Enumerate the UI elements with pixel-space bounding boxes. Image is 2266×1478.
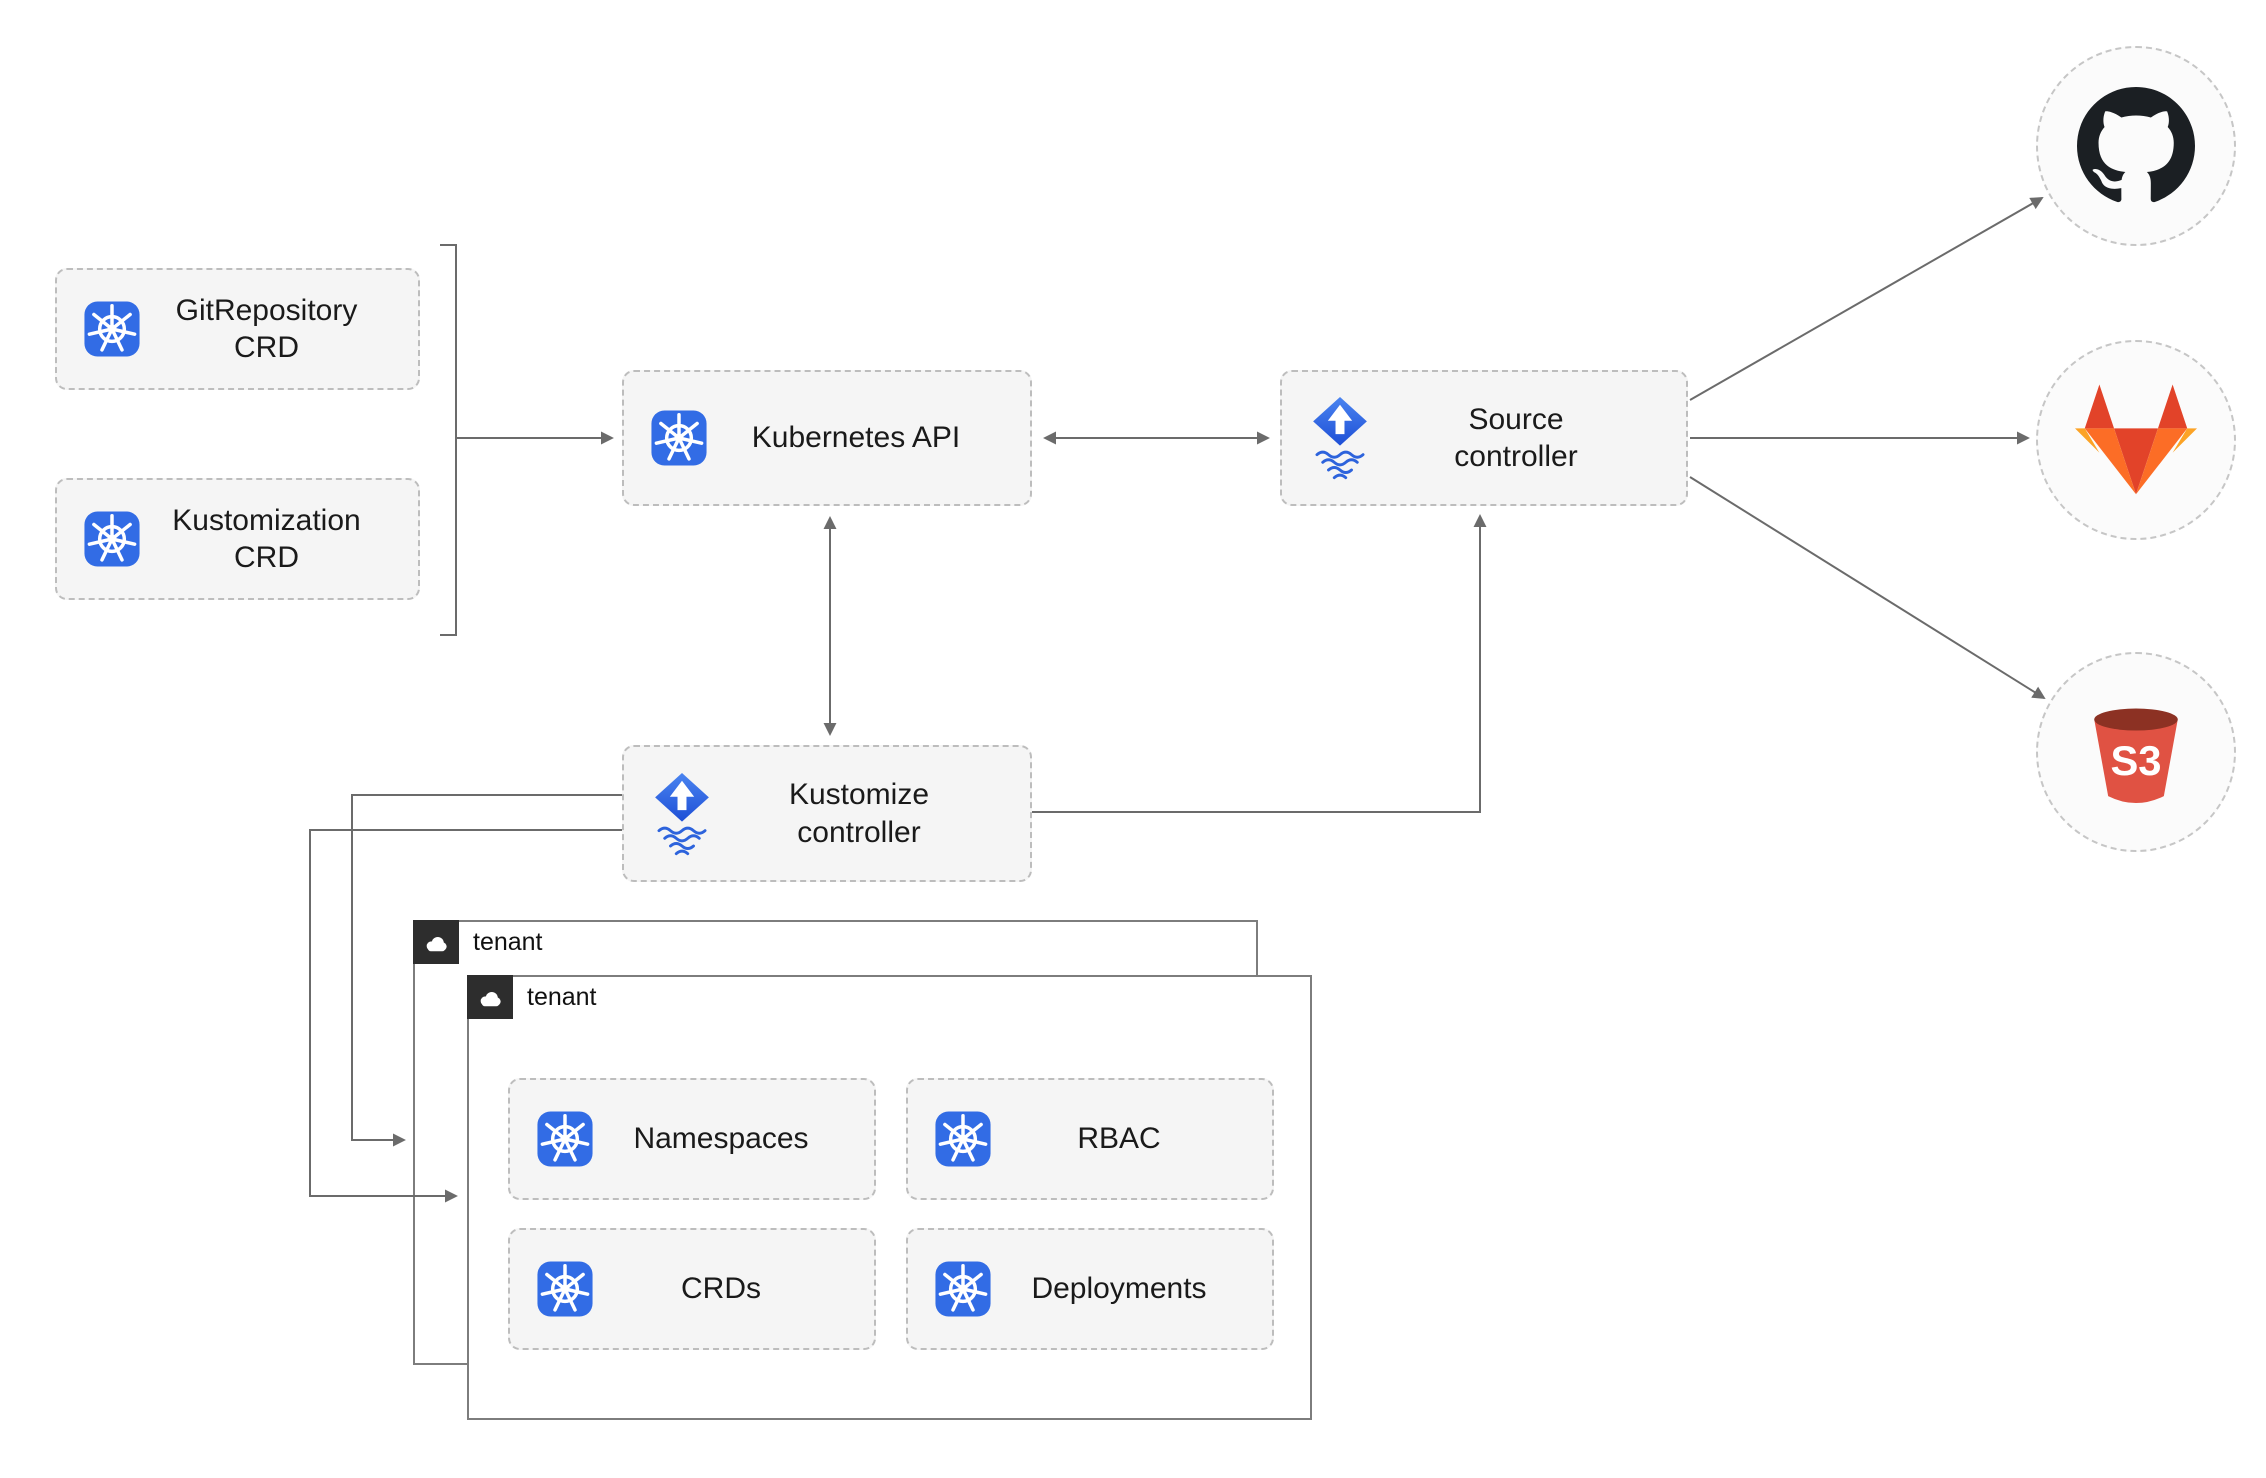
cloud-icon bbox=[467, 975, 513, 1019]
node-kustomize-controller: Kustomize controller bbox=[622, 745, 1032, 882]
node-namespaces: Namespaces bbox=[508, 1078, 876, 1200]
node-source-controller: Source controller bbox=[1280, 370, 1688, 506]
tenant-label: tenant bbox=[527, 982, 597, 1011]
github-icon bbox=[2077, 87, 2195, 205]
arrow-source-to-github bbox=[1689, 197, 2044, 401]
node-gitrepository-crd: GitRepository CRD bbox=[55, 268, 420, 390]
tenant-header: tenant bbox=[467, 975, 597, 1019]
node-rbac: RBAC bbox=[906, 1078, 1274, 1200]
node-label: Kustomize controller bbox=[788, 778, 930, 849]
s3-icon: S3 bbox=[2094, 708, 2178, 804]
kubernetes-icon bbox=[650, 409, 708, 467]
node-crds: CRDs bbox=[508, 1228, 876, 1350]
kubernetes-icon bbox=[934, 1260, 992, 1318]
arrow-source-to-s3 bbox=[1689, 476, 2046, 700]
kubernetes-icon bbox=[83, 510, 141, 568]
kubernetes-icon bbox=[934, 1110, 992, 1168]
arrow-kustomize-to-source-controller bbox=[1032, 514, 1487, 813]
kubernetes-icon bbox=[536, 1110, 594, 1168]
flux-icon bbox=[650, 771, 714, 857]
kubernetes-icon bbox=[536, 1260, 594, 1318]
node-label: Namespaces bbox=[633, 1122, 809, 1156]
node-deployments: Deployments bbox=[906, 1228, 1274, 1350]
node-label: Kustomization CRD bbox=[172, 503, 361, 575]
node-label: Source controller bbox=[1454, 402, 1578, 474]
external-github bbox=[2036, 46, 2236, 246]
crd-group-bracket bbox=[440, 244, 457, 636]
kubernetes-icon bbox=[83, 300, 141, 358]
gitlab-icon bbox=[2075, 382, 2197, 498]
node-label: Kubernetes API bbox=[751, 421, 961, 455]
s3-label: S3 bbox=[2110, 737, 2161, 784]
cloud-icon bbox=[413, 920, 459, 964]
external-s3: S3 bbox=[2036, 652, 2236, 852]
tenant-header: tenant bbox=[413, 920, 543, 964]
node-kustomization-crd: Kustomization CRD bbox=[55, 478, 420, 600]
node-kubernetes-api: Kubernetes API bbox=[622, 370, 1032, 506]
node-label: GitRepository CRD bbox=[175, 293, 358, 365]
node-label: Deployments bbox=[1031, 1272, 1207, 1306]
flux-icon bbox=[1308, 395, 1372, 481]
tenant-label: tenant bbox=[473, 927, 543, 956]
node-label: RBAC bbox=[1077, 1122, 1161, 1156]
external-gitlab bbox=[2036, 340, 2236, 540]
node-label: CRDs bbox=[681, 1272, 761, 1306]
